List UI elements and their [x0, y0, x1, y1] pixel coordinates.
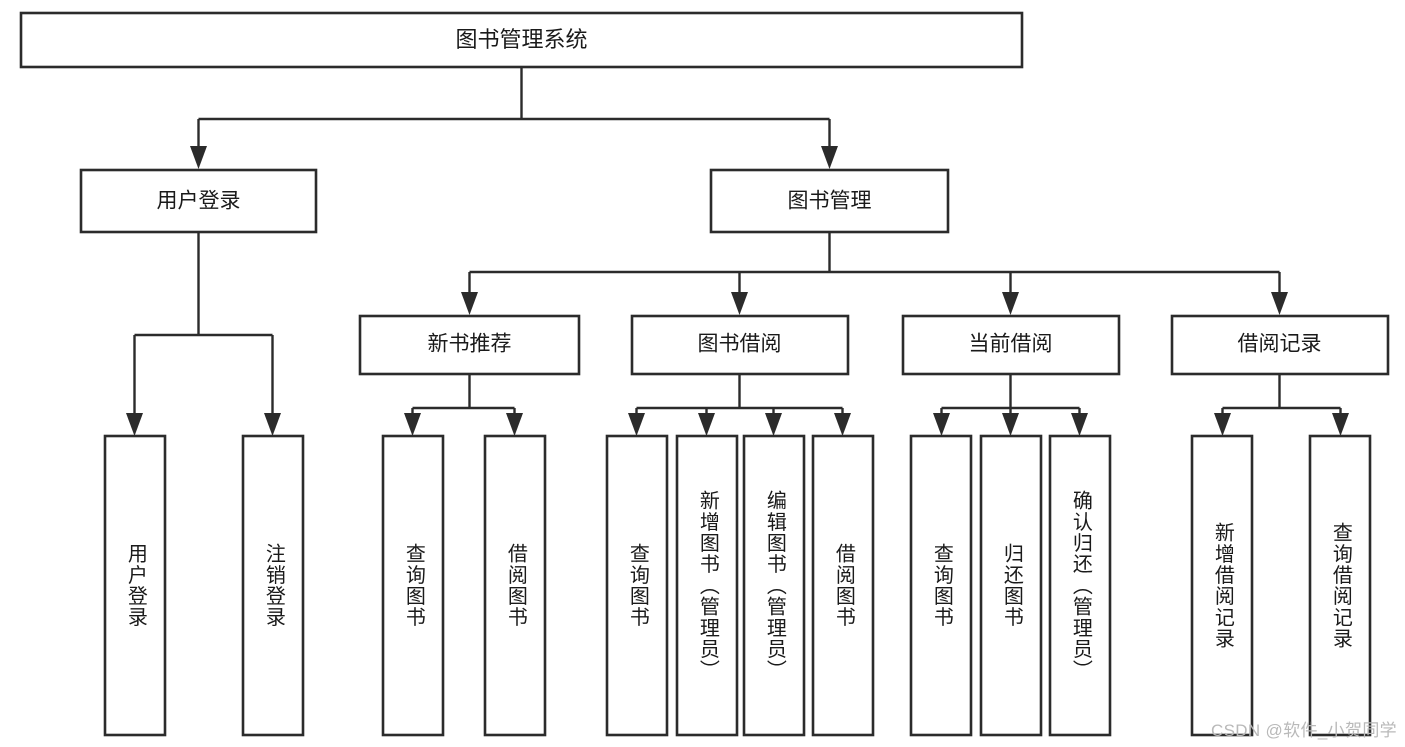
leaf-box-query-book-3[interactable]	[909, 434, 973, 737]
arrow-head-book-borrow	[731, 292, 748, 315]
connector-group-root	[190, 67, 838, 169]
connector-group-current-borrow	[933, 374, 1088, 436]
leaf-box-user-login[interactable]	[103, 434, 167, 737]
arrow-head-user-login	[190, 146, 207, 169]
arrow-head-current-borrow	[1002, 292, 1019, 315]
arrow-head-leaf-borrow-book-1	[506, 413, 523, 436]
node-current-borrow-box[interactable]	[901, 314, 1121, 376]
csdn-watermark: CSDN @软件_小贺同学	[1210, 721, 1397, 740]
connector-group-borrow-record	[1214, 374, 1349, 436]
node-user-login-label: 用户登录	[157, 190, 241, 213]
arrow-head-leaf-return-book	[1002, 413, 1019, 436]
leaf-box-query-book-1[interactable]	[381, 434, 445, 737]
connector-group-book-borrow	[628, 374, 851, 436]
arrow-head-leaf-query-book-1	[404, 413, 421, 436]
arrow-head-borrow-record	[1271, 292, 1288, 315]
leaf-box-return-book[interactable]	[979, 434, 1043, 737]
arrow-head-leaf-add-record	[1214, 413, 1231, 436]
arrow-head-leaf-query-book-3	[933, 413, 950, 436]
node-user-login-box[interactable]	[79, 168, 318, 234]
node-book-borrow[interactable]: 图书借阅	[630, 314, 850, 376]
node-borrow-record-label: 借阅记录	[1238, 333, 1322, 356]
node-new-book-recommend-label: 新书推荐	[428, 333, 512, 356]
arrow-head-leaf-edit-book	[765, 413, 782, 436]
node-book-manage[interactable]: 图书管理	[709, 168, 950, 234]
node-current-borrow-label: 当前借阅	[969, 333, 1053, 356]
node-new-book-recommend[interactable]: 新书推荐	[358, 314, 581, 376]
node-book-borrow-box[interactable]	[630, 314, 850, 376]
arrow-head-leaf-confirm-return	[1071, 413, 1088, 436]
node-borrow-record[interactable]: 借阅记录	[1170, 314, 1390, 376]
leaf-box-logout[interactable]	[241, 434, 305, 737]
connector-group-new-book-recommend	[404, 374, 523, 436]
leaf-box-borrow-book-1[interactable]	[483, 434, 547, 737]
node-new-book-recommend-box[interactable]	[358, 314, 581, 376]
leaf-box-add-record[interactable]	[1190, 434, 1254, 737]
leaf-box-query-book-2[interactable]	[605, 434, 669, 737]
leaf-box-add-book[interactable]	[675, 434, 739, 737]
connector-group-user-login	[126, 232, 281, 436]
arrow-head-leaf-query-book-2	[628, 413, 645, 436]
arrow-head-leaf-logout	[264, 413, 281, 436]
node-borrow-record-box[interactable]	[1170, 314, 1390, 376]
arrow-head-leaf-user-login	[126, 413, 143, 436]
leaf-box-query-record[interactable]	[1308, 434, 1372, 737]
node-book-manage-label: 图书管理	[788, 190, 872, 213]
connector-group-book-manage	[461, 232, 1288, 315]
leaf-box-confirm-return[interactable]	[1048, 434, 1112, 737]
node-user-login[interactable]: 用户登录	[79, 168, 318, 234]
node-current-borrow[interactable]: 当前借阅	[901, 314, 1121, 376]
node-root-system[interactable]: 图书管理系统	[19, 11, 1024, 69]
arrow-head-leaf-query-record	[1332, 413, 1349, 436]
leaf-box-borrow-book-2[interactable]	[811, 434, 875, 737]
arrow-head-leaf-borrow-book-2	[834, 413, 851, 436]
node-root-system-box[interactable]	[19, 11, 1024, 69]
leaf-box-edit-book[interactable]	[742, 434, 806, 737]
node-root-system-label: 图书管理系统	[455, 27, 587, 52]
node-book-borrow-label: 图书借阅	[698, 333, 782, 356]
arrow-head-leaf-add-book	[698, 413, 715, 436]
arrow-head-new-book-recommend	[461, 292, 478, 315]
arrow-head-book-manage	[821, 146, 838, 169]
node-book-manage-box[interactable]	[709, 168, 950, 234]
